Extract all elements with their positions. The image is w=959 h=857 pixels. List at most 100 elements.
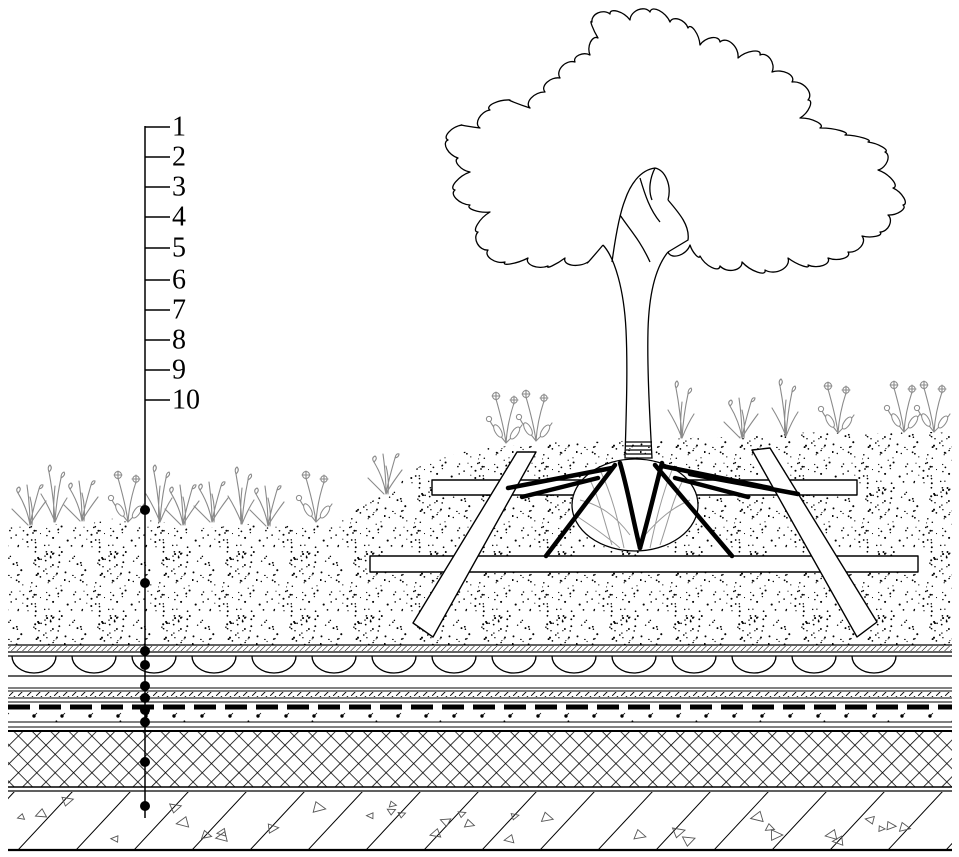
drainage-cup (671, 655, 717, 674)
slab-hatch-line (192, 792, 247, 849)
aggregate-mark (886, 820, 898, 831)
filter-fleece-layer (8, 644, 952, 653)
aggregate-mark (175, 816, 190, 828)
drainage-cup (791, 655, 837, 674)
aggregate-mark (267, 823, 280, 834)
protection-layer (8, 677, 952, 689)
aggregate-mark (16, 813, 26, 820)
callout-label-4: 4 (172, 202, 186, 233)
leader-dot (140, 681, 150, 691)
slab-hatch-line (134, 792, 189, 849)
drainage-cup (311, 655, 357, 674)
insulation-layer (8, 730, 952, 788)
callout-label-8: 8 (172, 325, 186, 356)
aggregate-mark (457, 811, 467, 819)
callout-label-10: 10 (172, 385, 200, 416)
drainage-cup (731, 655, 777, 674)
concrete-slab (8, 790, 952, 852)
drainage-cup (371, 655, 417, 674)
callout-label-3: 3 (172, 172, 186, 203)
waterproof-membrane (8, 701, 952, 718)
leader-dot (140, 801, 150, 811)
anchor-strap (672, 475, 751, 500)
leader-dot (140, 578, 150, 588)
aggregate-mark (770, 829, 784, 842)
drainage-cup (251, 655, 297, 674)
slab-hatch-line (424, 792, 479, 849)
callout-label-6: 6 (172, 265, 186, 296)
aggregate-mark (34, 808, 48, 818)
slab-hatch-line (830, 792, 885, 849)
leader-dot (140, 757, 150, 767)
drainage-cup (11, 655, 57, 674)
aggregate-mark (109, 835, 119, 843)
aggregate-mark (510, 812, 520, 821)
callout-label-1: 1 (172, 112, 186, 143)
drainage-cup (431, 655, 477, 674)
aggregate-mark (386, 808, 397, 816)
aggregate-mark (749, 810, 764, 823)
aggregate-mark (168, 803, 183, 814)
callout-label-7: 7 (172, 295, 186, 326)
anchor-strap (617, 460, 643, 551)
slab-hatch-line (482, 792, 537, 849)
slab-hatch-line (250, 792, 305, 849)
anchor-strap (543, 462, 618, 559)
aggregate-mark (397, 811, 407, 819)
anchor-strap (687, 471, 801, 497)
drainage-cup (491, 655, 537, 674)
anchor-strap (519, 475, 601, 500)
slab-hatch-line (598, 792, 653, 849)
callout-label-5: 5 (172, 233, 186, 264)
slab-hatch-line (772, 792, 827, 849)
leader-dot (140, 717, 150, 727)
aggregate-mark (824, 828, 838, 840)
drainage-cup (71, 655, 117, 674)
aggregate-mark (633, 828, 647, 840)
anchor-strap (505, 465, 615, 491)
slab-hatch-line (308, 792, 363, 849)
aggregate-mark (365, 812, 374, 820)
slab-hatch-line (656, 792, 711, 849)
root-barrier-layer (8, 690, 952, 699)
anchor-straps (505, 460, 801, 559)
slab-hatch-line (366, 792, 421, 849)
leader-dot (140, 646, 150, 656)
leader-dot (140, 693, 150, 703)
callouts: 1 2 3 4 5 6 7 8 9 10 (140, 112, 200, 818)
slab-hatch-line (540, 792, 595, 849)
leader-dot (140, 660, 150, 670)
leader-dot (140, 705, 150, 715)
aggregate-mark (214, 830, 228, 842)
aggregate-mark (312, 801, 327, 813)
callout-label-9: 9 (172, 355, 186, 386)
drainage-cup (131, 655, 177, 674)
aggregate-mark (463, 818, 476, 828)
root-lines (574, 469, 691, 549)
slab-hatch-line (76, 792, 131, 849)
aggregate-mark (878, 825, 887, 833)
slab-hatch-line (714, 792, 769, 849)
aggregate-mark (864, 815, 875, 825)
anchor-beam-lower (369, 555, 919, 573)
drainage-layer (8, 655, 952, 677)
trunk-branch-detail (611, 167, 689, 263)
aggregate-mark (671, 827, 687, 839)
aggregate-mark (503, 833, 515, 844)
drainage-cup (551, 655, 597, 674)
leader-dot (140, 505, 150, 515)
slab-hatch-line (888, 792, 943, 849)
anchor-stake-left (412, 451, 537, 638)
callout-label-2: 2 (172, 142, 186, 173)
concrete-hatch (8, 792, 952, 849)
aggregate-mark (831, 835, 844, 846)
aggregate-mark (898, 821, 912, 832)
aggregate-mark (61, 796, 75, 807)
aggregate-mark (439, 818, 452, 828)
separation-layer (8, 718, 952, 728)
drainage-cup (851, 655, 897, 674)
anchor-strap (652, 462, 735, 559)
drainage-cup (191, 655, 237, 674)
drainage-cups (11, 655, 897, 674)
